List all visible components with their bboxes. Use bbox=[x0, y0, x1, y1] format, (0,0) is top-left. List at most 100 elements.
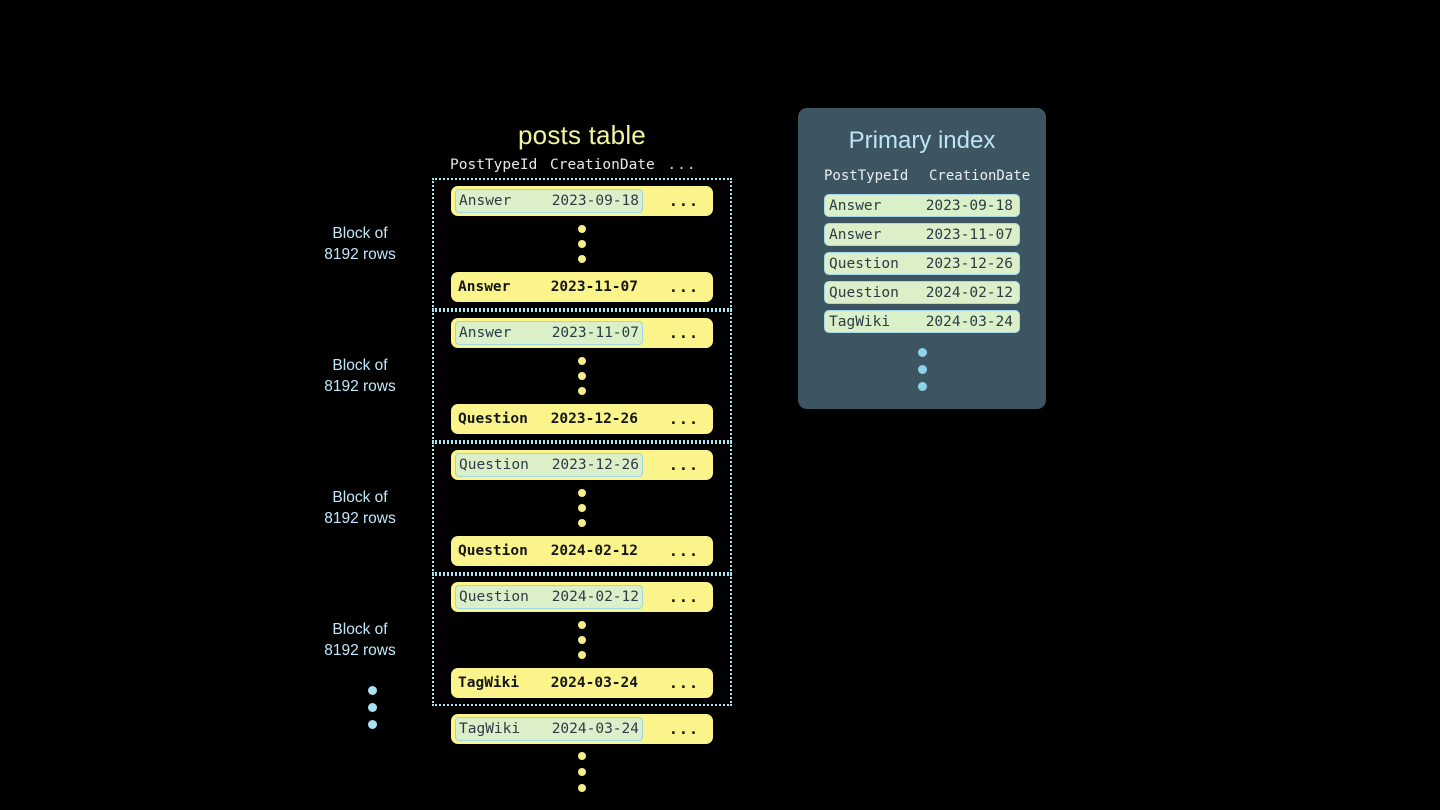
dot bbox=[578, 752, 586, 760]
index-vertical-ellipsis bbox=[798, 339, 1046, 391]
cell-creationdate: 2024-02-12 bbox=[550, 543, 638, 559]
dot bbox=[578, 636, 586, 644]
cell-posttypeid: TagWiki bbox=[459, 721, 521, 737]
cell-creationdate: 2023-11-07 bbox=[550, 279, 638, 295]
dot bbox=[368, 703, 377, 712]
table-row: Answer 2023-11-07... bbox=[451, 318, 713, 348]
posts-table-diagram: posts table PostTypeId CreationDate ... … bbox=[324, 118, 732, 792]
cell-posttypeid: Question bbox=[459, 457, 529, 473]
cell-ellipsis: ... bbox=[668, 674, 699, 692]
cell-creationdate: 2024-03-24 bbox=[551, 721, 639, 737]
dot bbox=[578, 357, 586, 365]
dot bbox=[578, 225, 586, 233]
cell-creationdate: 2023-09-18 bbox=[925, 197, 1013, 214]
cell-posttypeid: Answer bbox=[459, 325, 512, 341]
posts-table-title: posts table bbox=[518, 120, 646, 150]
cell-creationdate: 2023-11-07 bbox=[925, 226, 1013, 243]
granule-block: Block of 8192 rows Answer 2023-11-07... Ques… bbox=[324, 310, 732, 442]
index-row: Answer 2023-09-18 bbox=[824, 194, 1020, 217]
block-label-line2: 8192 rows bbox=[324, 510, 396, 527]
cell-posttypeid: Question bbox=[458, 411, 528, 427]
column-header-posttypeid: PostTypeId bbox=[450, 157, 538, 173]
left-vertical-ellipsis bbox=[368, 686, 377, 729]
table-row-trailing: TagWiki 2024-03-24 ... bbox=[451, 714, 713, 744]
index-row: TagWiki 2024-03-24 bbox=[824, 310, 1020, 333]
cell-posttypeid: Question bbox=[458, 543, 528, 559]
cell-posttypeid: Question bbox=[459, 589, 529, 605]
table-row: Answer 2023-11-07... bbox=[451, 272, 713, 302]
table-row: Question 2024-02-12... bbox=[451, 582, 713, 612]
cell-creationdate: 2023-12-26 bbox=[551, 457, 639, 473]
row-cells: TagWiki 2024-03-24 bbox=[455, 717, 643, 741]
vertical-ellipsis bbox=[434, 348, 730, 404]
row-cells: Question 2023-12-26 bbox=[455, 453, 643, 477]
primary-index-column-headers: PostTypeId CreationDate bbox=[798, 158, 1046, 194]
primary-index-title: Primary index bbox=[848, 127, 996, 154]
dot bbox=[578, 372, 586, 380]
cell-creationdate: 2024-02-12 bbox=[551, 589, 639, 605]
block-label-line2: 8192 rows bbox=[324, 246, 396, 263]
posts-table-column-headers: PostTypeId CreationDate ... bbox=[432, 152, 732, 178]
table-row: Question 2023-12-26... bbox=[451, 450, 713, 480]
row-cells: Question 2024-02-12 bbox=[455, 539, 641, 563]
block-label-line1: Block of bbox=[332, 489, 388, 506]
column-header-creationdate: CreationDate bbox=[929, 168, 1031, 184]
dot bbox=[917, 365, 927, 374]
cell-creationdate: 2023-12-26 bbox=[550, 411, 638, 427]
dot bbox=[578, 489, 586, 497]
cell-creationdate: 2024-03-24 bbox=[925, 313, 1013, 330]
block-label: Block of 8192 rows bbox=[300, 355, 420, 397]
primary-index-panel: Primary index PostTypeId CreationDate An… bbox=[798, 108, 1046, 409]
dot bbox=[368, 720, 377, 729]
column-header-ellipsis: ... bbox=[667, 157, 697, 173]
cell-ellipsis: ... bbox=[668, 720, 699, 738]
cell-ellipsis: ... bbox=[668, 192, 699, 210]
dot bbox=[578, 504, 586, 512]
cell-ellipsis: ... bbox=[668, 542, 699, 560]
dot bbox=[578, 784, 586, 792]
cell-ellipsis: ... bbox=[668, 588, 699, 606]
cell-posttypeid: TagWiki bbox=[829, 313, 891, 330]
cell-creationdate: 2023-11-07 bbox=[551, 325, 639, 341]
row-cells: Question 2023-12-26 bbox=[455, 407, 641, 431]
block-label: Block of 8192 rows bbox=[300, 223, 420, 265]
block-label-line1: Block of bbox=[332, 357, 388, 374]
cell-creationdate: 2023-12-26 bbox=[925, 255, 1013, 272]
dot bbox=[917, 382, 927, 391]
table-row: TagWiki 2024-03-24... bbox=[451, 668, 713, 698]
dot bbox=[578, 768, 586, 776]
cell-posttypeid: Answer bbox=[829, 197, 882, 214]
block-label-line2: 8192 rows bbox=[324, 378, 396, 395]
table-row: Question 2024-02-12... bbox=[451, 536, 713, 566]
cell-posttypeid: Answer bbox=[458, 279, 511, 295]
cell-ellipsis: ... bbox=[668, 456, 699, 474]
block-label-line1: Block of bbox=[332, 225, 388, 242]
cell-posttypeid: Question bbox=[829, 284, 899, 301]
vertical-ellipsis-bottom bbox=[432, 744, 732, 792]
vertical-ellipsis bbox=[434, 216, 730, 272]
dot bbox=[578, 519, 586, 527]
cell-ellipsis: ... bbox=[668, 278, 699, 296]
block-label-line2: 8192 rows bbox=[324, 642, 396, 659]
row-cells: TagWiki 2024-03-24 bbox=[455, 671, 641, 695]
row-cells: Answer 2023-11-07 bbox=[455, 321, 643, 345]
cell-ellipsis: ... bbox=[668, 324, 699, 342]
dot bbox=[578, 651, 586, 659]
block-label: Block of 8192 rows bbox=[300, 487, 420, 529]
dot bbox=[917, 348, 927, 357]
dot bbox=[578, 387, 586, 395]
cell-creationdate: 2024-03-24 bbox=[550, 675, 638, 691]
dot bbox=[578, 240, 586, 248]
cell-posttypeid: TagWiki bbox=[458, 675, 520, 691]
